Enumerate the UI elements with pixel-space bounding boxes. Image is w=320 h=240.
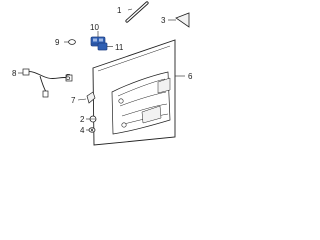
parts-diagram: 1 3 10 9 11 8 6 7 2 4 5: [0, 0, 200, 147]
trim-strip-part: [125, 1, 149, 23]
wiring-harness-part: [18, 68, 73, 98]
callout-3: 3: [161, 16, 166, 25]
callout-2: 2: [80, 115, 85, 124]
callout-5: 5: [66, 73, 71, 82]
callout-10: 10: [90, 23, 99, 32]
connector-part: [97, 42, 113, 51]
callout-8: 8: [12, 69, 17, 78]
grommet-part: [86, 127, 96, 133]
bracket-part: [77, 91, 96, 104]
parts-diagram-svg: 1 3 10 9 11 8 6 7 2 4 5: [12, 1, 193, 146]
callout-9: 9: [55, 38, 60, 47]
clip-part: [64, 39, 76, 45]
callout-6: 6: [188, 72, 193, 81]
screw-part: [86, 115, 97, 123]
mirror-patch-part: [168, 12, 190, 28]
callout-11: 11: [115, 43, 124, 52]
callout-7: 7: [71, 96, 76, 105]
callout-4: 4: [80, 126, 85, 135]
door-trim-panel: [92, 39, 185, 146]
callout-1: 1: [117, 6, 122, 15]
